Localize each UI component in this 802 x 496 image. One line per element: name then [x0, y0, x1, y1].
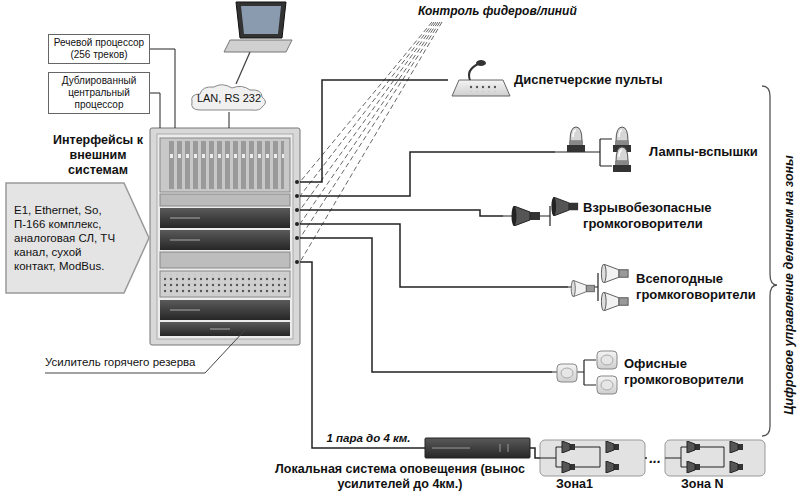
label-text: Дублированный центральный процессор [52, 75, 146, 111]
local-amplifier: Локальная система оповещения (вынос усил… [425, 438, 530, 458]
label-text: Зона N [681, 477, 723, 491]
device-group: Взрывобезопасные громкоговорители [503, 196, 723, 236]
equipment-rack: Усилитель горячего резерва [150, 128, 300, 345]
connector [300, 262, 425, 448]
connector [300, 80, 448, 182]
network-cloud: LAN, RS 232 [190, 84, 268, 112]
connector [300, 152, 555, 196]
connector [300, 238, 552, 372]
label-text: Лампы-вспышки [649, 144, 758, 160]
annotation: Контроль фидеров/линий [418, 4, 577, 18]
label-text: Взрывобезопасные громкоговорители [583, 200, 723, 232]
label-text: Зона1 [556, 477, 593, 491]
device-group: Офисные громкоговорители [552, 350, 754, 394]
device-group: Диспетчерские пульты [448, 60, 663, 100]
zone-box: Зона1 [540, 440, 645, 476]
label-text: Всепогодные громкоговорители [636, 271, 761, 303]
label-text: Диспетчерские пульты [514, 72, 663, 88]
callout-box: Речевой процессор (256 треков) [48, 34, 150, 64]
device-group: Всепогодные громкоговорители [568, 262, 761, 312]
edge-label: ... [647, 451, 663, 465]
interface-arrow: Интерфейсы к внешним системамE1, Etherne… [5, 182, 150, 294]
label-text: E1, Ethernet, So, П-166 комплекс, аналог… [14, 203, 116, 273]
label-text: Усилитель горячего резерва [45, 356, 196, 368]
connector [150, 93, 160, 128]
label-text: Офисные громкоговорители [624, 356, 754, 388]
connector [300, 224, 568, 287]
label-text: LAN, RS 232 [197, 92, 261, 104]
label-text: Речевой процессор (256 треков) [52, 37, 146, 61]
device-group: Лампы-вспышки [555, 130, 758, 174]
connector [300, 210, 503, 216]
callout-box: Дублированный центральный процессор [48, 72, 150, 114]
connector [150, 49, 175, 128]
connector [530, 448, 540, 458]
vertical-label: Цифровое управление делением на зоны [780, 85, 798, 485]
heading: Интерфейсы к внешним системам [43, 133, 153, 178]
edge-label: 1 пара до 4 км. [324, 431, 412, 445]
label-text: Локальная система оповещения (вынос усил… [260, 462, 540, 492]
connector [229, 112, 230, 128]
zone-box: Зона N [665, 440, 765, 476]
